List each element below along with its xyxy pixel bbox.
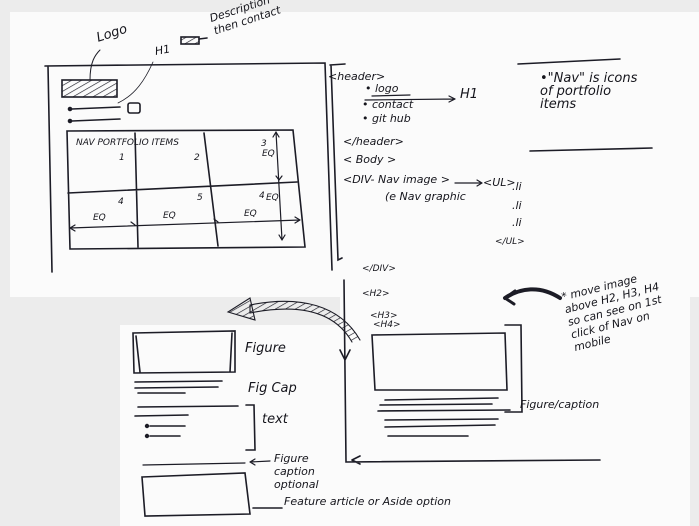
ul-close: </UL> [495,237,525,247]
curved-hatched-arrow [249,300,361,343]
li-item: .li [512,216,522,229]
header-open: <header> [328,70,386,83]
h1-leader [117,61,154,104]
cell-number: 2 [194,153,200,163]
text-label: text [262,412,288,427]
eq-label: EQ [244,209,257,219]
logo-leader [89,49,101,81]
paper-top [10,12,699,297]
h3-tag: <H3> [370,311,398,321]
body-tag: < Body > [343,153,397,166]
eq-label: EQ [163,211,176,221]
cell-number: 4 [118,197,124,207]
paper-right [340,290,690,526]
nav-grid [66,129,306,250]
ul-open: <UL> [483,176,516,189]
nav-grid-title: NAV PORTFOLIO ITEMS [76,138,179,148]
eq-label: EQ [266,193,279,203]
cell-number: 3 [261,139,267,149]
flow-arrow [339,279,601,465]
cell-number: 5 [197,193,203,203]
li-item: .li [512,180,522,193]
cell-number: 1 [119,153,125,163]
outline-item: • contact [362,98,414,111]
header-close: </header> [343,135,404,148]
div-nav-sub: (e Nav graphic [385,190,466,203]
height-arrow [272,131,286,241]
figure-caption-label: Figure/caption [520,398,600,411]
eq-label: EQ [262,149,275,159]
figure-label: Figure [245,341,286,356]
outline-item: • logo [365,82,399,95]
feature-label: Feature article or Aside option [284,495,451,508]
page-frame [44,62,333,273]
h2-tag: <H2> [362,289,390,299]
h4-tag: <H4> [373,320,401,330]
nav-note: •"Nav" is icons of portfolio items [540,71,638,112]
outline-item: • git hub [362,112,411,125]
eq-arrows [69,216,301,232]
h1-target: H1 [460,87,479,102]
cell-number: 4 [259,191,265,201]
fig-cap-label: Fig Cap [248,381,297,396]
figure-caption-optional: Figure caption optional [274,452,319,491]
logo-box [61,79,118,98]
div-close: </DIV> [362,264,396,274]
eq-label: EQ [93,213,106,223]
h1-label: H1 [153,42,172,58]
contact-icon [127,102,141,114]
div-nav: <DIV- Nav image > [343,173,450,186]
li-item: .li [512,199,522,212]
